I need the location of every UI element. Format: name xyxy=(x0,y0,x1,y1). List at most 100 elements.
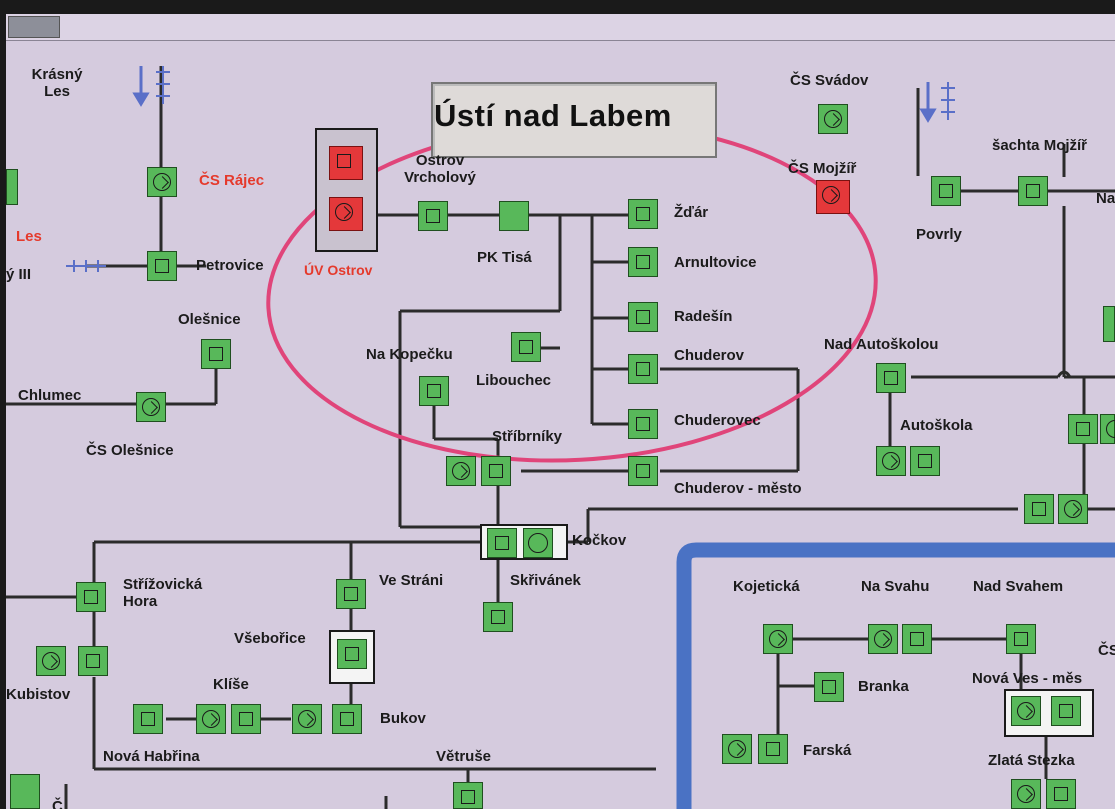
label-nad-autoskolou: Nad Autoškolou xyxy=(824,336,939,353)
label-nad-svahem: Nad Svahem xyxy=(973,578,1064,595)
top-toolbar xyxy=(6,14,1115,41)
title-box xyxy=(431,82,717,158)
label-strizovicka-hora: Střížovická Hora xyxy=(123,576,203,610)
label-na: Na xyxy=(1096,190,1115,207)
reservoir-icon[interactable] xyxy=(336,579,366,609)
label-kojeticka: Kojetická xyxy=(733,578,800,595)
pump-station-icon[interactable] xyxy=(816,180,850,214)
label-cs-edge: ČS xyxy=(1098,642,1115,659)
reservoir-icon[interactable] xyxy=(231,704,261,734)
label-branka: Branka xyxy=(858,678,909,695)
reservoir-icon[interactable] xyxy=(337,639,367,669)
reservoir-icon[interactable] xyxy=(758,734,788,764)
pump-station-icon[interactable] xyxy=(1011,696,1041,726)
label-arnultovice: Arnultovice xyxy=(674,254,757,271)
label-skrivanek: Skřivánek xyxy=(510,572,581,589)
reservoir-icon[interactable] xyxy=(453,782,483,809)
pump-station-icon[interactable] xyxy=(523,528,553,558)
label-vseborice: Všebořice xyxy=(234,630,306,647)
label-olesnice: Olešnice xyxy=(178,311,241,328)
station-node[interactable] xyxy=(6,169,18,205)
scada-map-screen: Ústí nad Labem Krásný Les ČS Rájec Les ý… xyxy=(6,14,1115,809)
label-chlumec: Chlumec xyxy=(18,387,82,404)
reservoir-icon[interactable] xyxy=(78,646,108,676)
reservoir-icon[interactable] xyxy=(628,247,658,277)
reservoir-icon[interactable] xyxy=(628,354,658,384)
station-node[interactable] xyxy=(10,774,40,809)
reservoir-icon[interactable] xyxy=(628,302,658,332)
label-autoskola: Autoškola xyxy=(900,417,973,434)
reservoir-icon[interactable] xyxy=(329,146,363,180)
label-kubistov: Kubistov xyxy=(6,686,71,703)
pipeline-network xyxy=(6,66,1115,809)
label-cs-mojzir: ČS Mojžíř xyxy=(788,160,857,177)
reservoir-icon[interactable] xyxy=(910,446,940,476)
label-cs-olesnice: ČS Olešnice xyxy=(86,442,174,459)
reservoir-icon[interactable] xyxy=(147,251,177,281)
reservoir-icon[interactable] xyxy=(1068,414,1098,444)
pump-station-icon[interactable] xyxy=(292,704,322,734)
label-zdar: Žďár xyxy=(674,204,709,221)
pump-station-icon[interactable] xyxy=(329,197,363,231)
label-radesin: Radešín xyxy=(674,308,733,325)
label-zlata-stezka: Zlatá Stezka xyxy=(988,752,1075,769)
reservoir-icon[interactable] xyxy=(628,456,658,486)
label-bottom-cut: Č xyxy=(52,798,63,809)
reservoir-icon[interactable] xyxy=(133,704,163,734)
reservoir-icon[interactable] xyxy=(1024,494,1054,524)
pump-station-icon[interactable] xyxy=(1100,414,1115,444)
reservoir-icon[interactable] xyxy=(1051,696,1081,726)
pump-station-icon[interactable] xyxy=(136,392,166,422)
pump-station-icon[interactable] xyxy=(818,104,848,134)
reservoir-icon[interactable] xyxy=(419,376,449,406)
label-uv-ostrov: ÚV Ostrov xyxy=(304,262,373,278)
pump-station-icon[interactable] xyxy=(446,456,476,486)
label-chuderovec: Chuderovec xyxy=(674,412,761,429)
reservoir-icon[interactable] xyxy=(332,704,362,734)
label-sachta-mojzir: šachta Mojžíř xyxy=(992,137,1088,154)
pump-station-icon[interactable] xyxy=(36,646,66,676)
label-ostrov-vrcholovy: Ostrov Vrcholový xyxy=(404,152,476,186)
label-stribrniky: Stříbrníky xyxy=(492,428,563,445)
pump-station-icon[interactable] xyxy=(876,446,906,476)
reservoir-icon[interactable] xyxy=(628,199,658,229)
reservoir-icon[interactable] xyxy=(931,176,961,206)
reservoir-icon[interactable] xyxy=(1006,624,1036,654)
label-chuderov: Chuderov xyxy=(674,347,745,364)
label-chuderov-mesto: Chuderov - město xyxy=(674,480,802,497)
reservoir-icon[interactable] xyxy=(902,624,932,654)
label-kockov: Kočkov xyxy=(572,532,627,549)
label-klise: Klíše xyxy=(213,676,249,693)
toolbar-button[interactable] xyxy=(8,16,60,38)
label-cs-svadov: ČS Svádov xyxy=(790,72,869,89)
pump-station-icon[interactable] xyxy=(147,167,177,197)
reservoir-icon[interactable] xyxy=(201,339,231,369)
reservoir-icon[interactable] xyxy=(876,363,906,393)
reservoir-icon[interactable] xyxy=(1046,779,1076,809)
pump-station-icon[interactable] xyxy=(1011,779,1041,809)
reservoir-icon[interactable] xyxy=(481,456,511,486)
pump-station-icon[interactable] xyxy=(868,624,898,654)
station-node[interactable] xyxy=(1103,306,1115,342)
label-farska: Farská xyxy=(803,742,852,759)
reservoir-icon[interactable] xyxy=(76,582,106,612)
reservoir-icon[interactable] xyxy=(1018,176,1048,206)
label-povrly: Povrly xyxy=(916,226,962,243)
reservoir-icon[interactable] xyxy=(483,602,513,632)
label-les: Les xyxy=(16,228,42,245)
pump-station-icon[interactable] xyxy=(196,704,226,734)
reservoir-icon[interactable] xyxy=(487,528,517,558)
reservoir-icon[interactable] xyxy=(628,409,658,439)
pump-station-icon[interactable] xyxy=(763,624,793,654)
label-pk-tisa: PK Tisá xyxy=(477,249,532,266)
page-title: Ústí nad Labem xyxy=(434,98,672,133)
label-libouchec: Libouchec xyxy=(476,372,552,389)
label-krasny-les: Krásný Les xyxy=(31,66,83,100)
pump-station-icon[interactable] xyxy=(722,734,752,764)
reservoir-icon[interactable] xyxy=(814,672,844,702)
reservoir-icon[interactable] xyxy=(511,332,541,362)
label-petrovice: Petrovice xyxy=(196,257,264,274)
pump-station-icon[interactable] xyxy=(1058,494,1088,524)
junction-node[interactable] xyxy=(499,201,529,231)
reservoir-icon[interactable] xyxy=(418,201,448,231)
